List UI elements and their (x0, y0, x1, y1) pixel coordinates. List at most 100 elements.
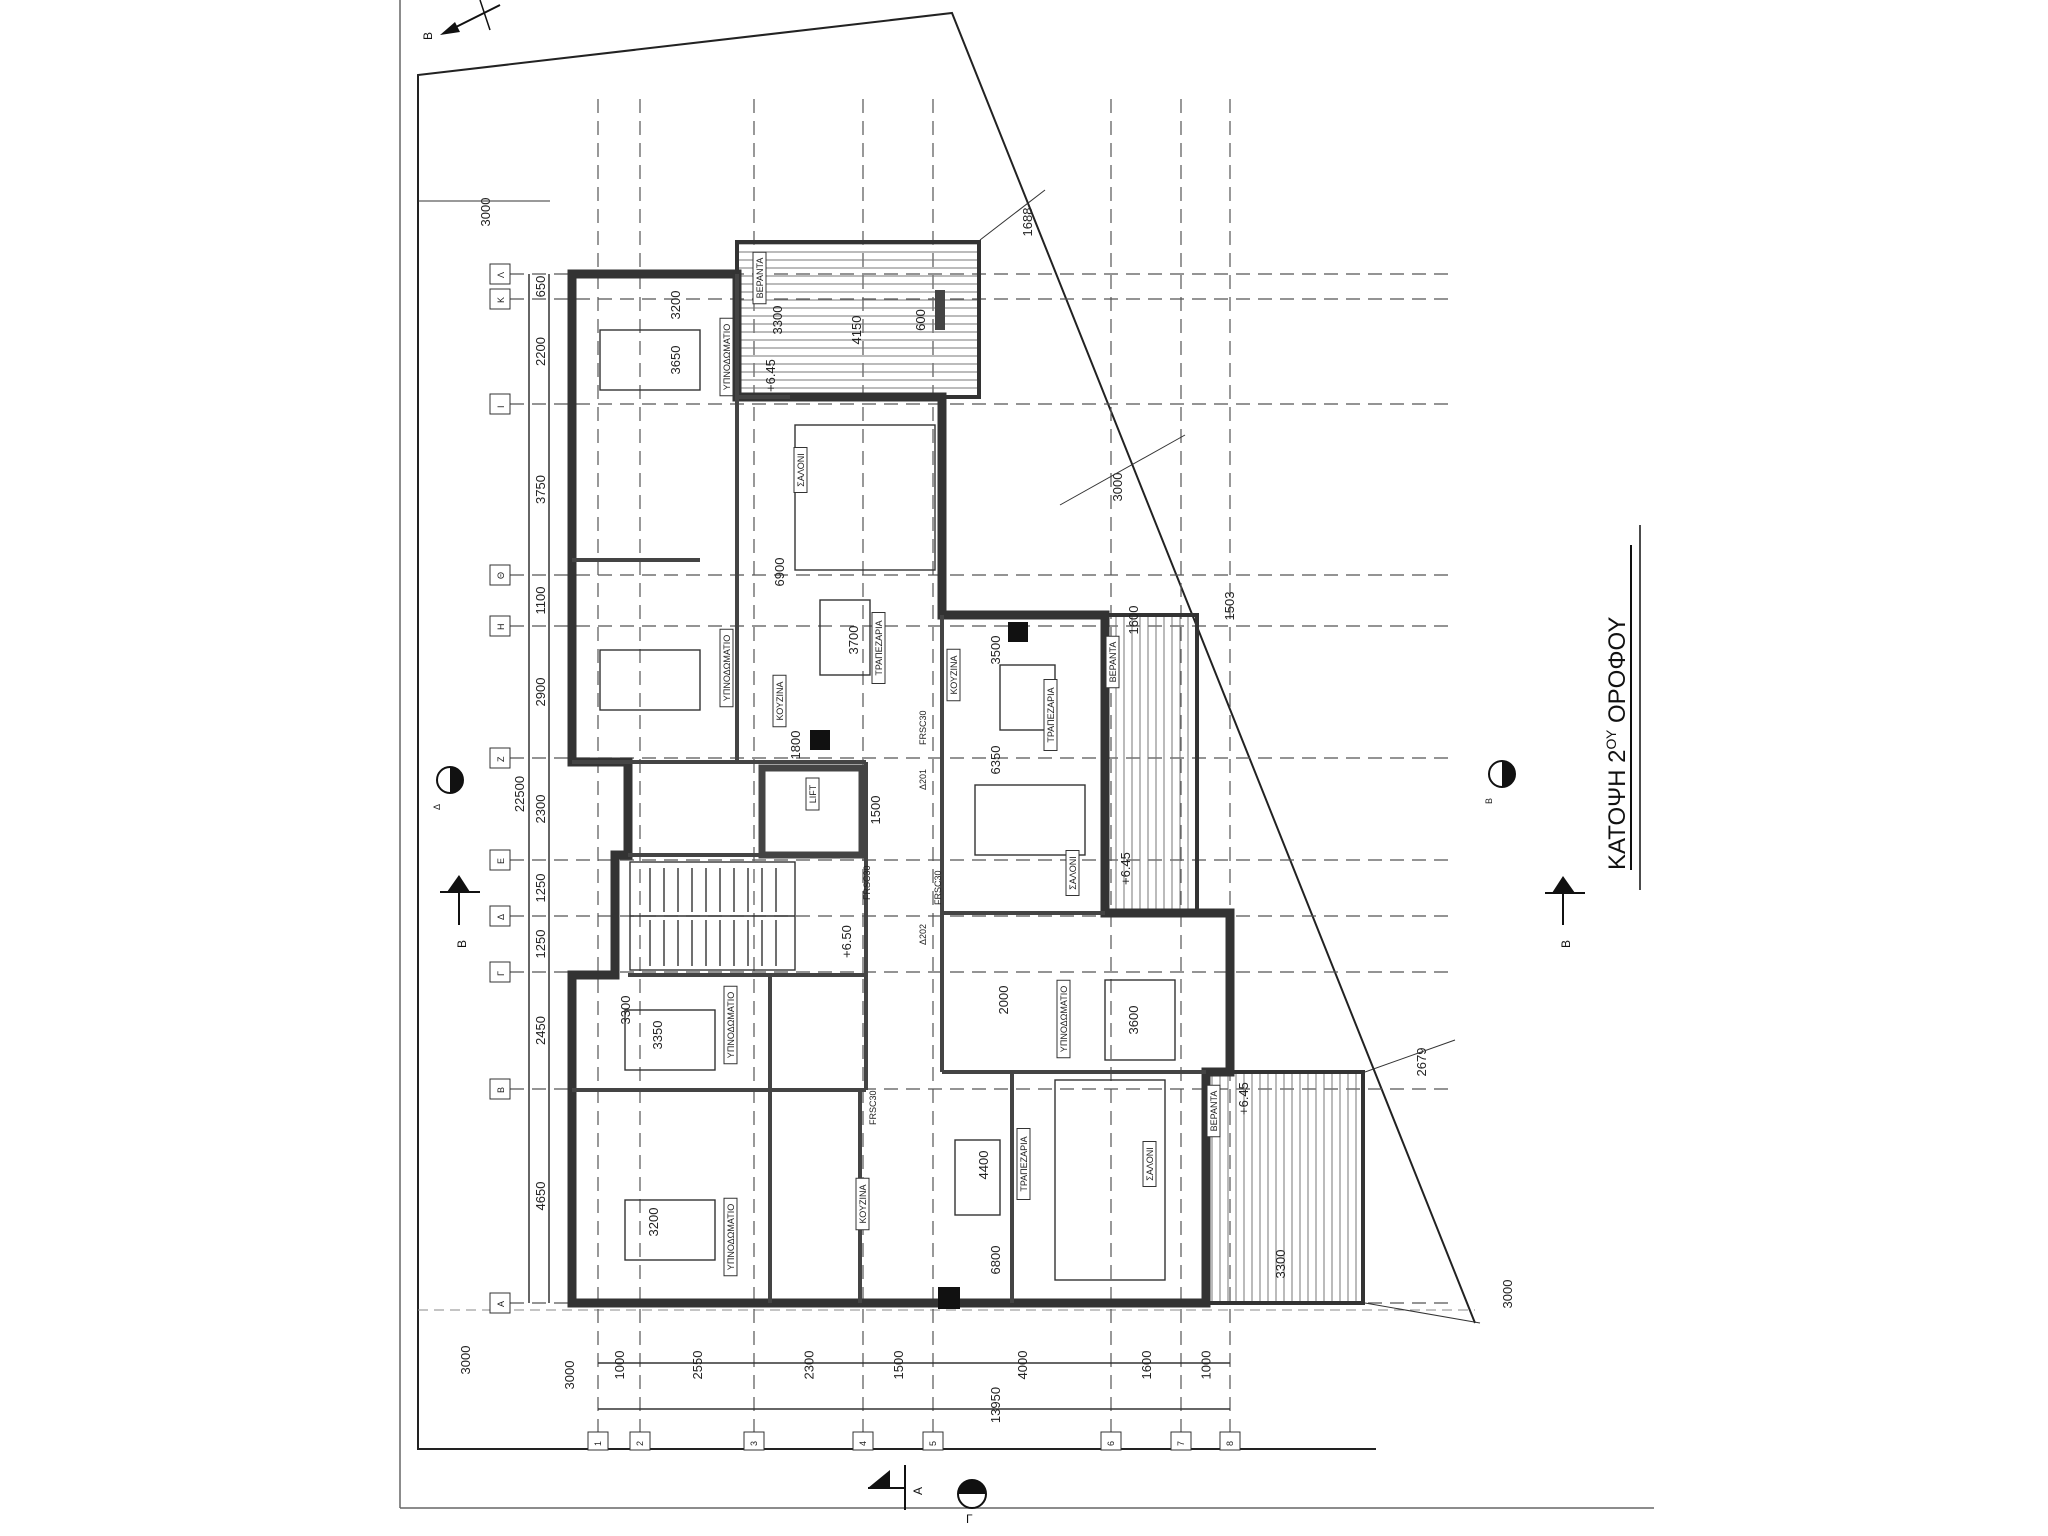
dimension-bottom-total: 13950 (988, 1387, 1003, 1423)
section-marker-g: Γ (957, 1479, 987, 1526)
room-label: ΒΕΡΑΝΤΑ (1206, 1084, 1221, 1138)
grid-label-column: 7 (1176, 1441, 1186, 1446)
marker-d202: Δ202 (918, 924, 928, 945)
room-label: ΚΟΥΖΙΝΑ (946, 648, 961, 702)
room-label: ΒΕΡΑΝΤΑ (1105, 635, 1120, 689)
grid-label-row: Β (496, 1087, 506, 1093)
grid-bubble-row (489, 1078, 511, 1100)
stair-treads (649, 868, 777, 966)
room-label-text: ΣΑΛΟΝΙ (1068, 856, 1078, 889)
dimension-bottom: 4000 (1015, 1351, 1030, 1380)
section-marker-d: Δ (432, 766, 464, 810)
room-label-text: ΚΟΥΖΙΝΑ (775, 682, 785, 721)
room-label-text: ΣΑΛΟΝΙ (1145, 1147, 1155, 1180)
dimension-bottom: 1500 (891, 1351, 906, 1380)
dimension-left: 2200 (533, 337, 548, 366)
room-label-box (1142, 1141, 1157, 1187)
plot-boundary (417, 11, 1476, 1450)
room-dimension: 6800 (988, 1246, 1003, 1275)
grid-label-row: Η (496, 624, 506, 631)
level-landing: +6.50 (839, 925, 854, 958)
room-label: ΣΑΛΟΝΙ (1065, 850, 1080, 896)
grid-label-row: Γ (496, 971, 506, 976)
grid-bubble-row (489, 263, 511, 285)
room-label: ΒΕΡΑΝΤΑ (752, 251, 767, 305)
room-label-text: ΚΟΥΖΙΝΑ (949, 656, 959, 695)
grid-label-row: Θ (496, 572, 506, 579)
room-label-text: ΒΕΡΑΝΤΑ (755, 258, 765, 299)
room-dimension: 3500 (988, 636, 1003, 665)
room-label: ΥΠΝΟΔΩΜΑΤΙΟ (1056, 979, 1071, 1059)
svg-text:Β: Β (421, 32, 435, 40)
grid-label-row: Ζ (496, 756, 506, 762)
grid-label-column: 1 (593, 1441, 603, 1446)
grid-bubble-row (489, 849, 511, 871)
dimension-bottom-offset: 3000 (562, 1361, 577, 1390)
room-label-box (805, 777, 820, 811)
room-dimension: 3700 (846, 626, 861, 655)
room-dimension: 4400 (976, 1151, 991, 1180)
grid-bubble-column (629, 1431, 651, 1451)
room-label: ΤΡΑΠΕΖΑΡΙΑ (871, 612, 886, 684)
door-fire-rating: FRSC30 (862, 865, 872, 900)
grid-bubble-column (1100, 1431, 1122, 1451)
dimension-left: 1250 (533, 930, 548, 959)
room-label-box (793, 447, 808, 493)
grid-label-row: Α (496, 1301, 506, 1307)
room-label-text: ΥΠΝΟΔΩΜΑΤΙΟ (726, 1204, 736, 1270)
room-label-text: LIFT (808, 784, 818, 803)
staircase (629, 861, 796, 971)
grid-bubble-row (489, 905, 511, 927)
svg-text:Γ: Γ (966, 1512, 973, 1526)
grid-label-column: 8 (1225, 1441, 1235, 1446)
grid-bubble-column (743, 1431, 765, 1451)
room-dimension: 1500 (868, 796, 883, 825)
door-fire-rating: FRSC30 (918, 710, 928, 745)
room-label: ΥΠΝΟΔΩΜΑΤΙΟ (723, 985, 738, 1065)
room-label-box (1043, 679, 1058, 751)
room-dimension: 600 (913, 309, 928, 331)
level-veranda-top: +6.45 (763, 359, 778, 392)
setback-dimension: 3000 (1500, 1280, 1515, 1309)
dimension-left: 650 (533, 276, 548, 298)
grid-label-column: 6 (1106, 1441, 1116, 1446)
room-label: ΣΑΛΟΝΙ (793, 447, 808, 493)
grid-bubble-column (852, 1431, 874, 1451)
room-label-box (946, 648, 961, 702)
room-label-text: ΥΠΝΟΔΩΜΑΤΙΟ (1059, 986, 1069, 1052)
room-label-box (1016, 1128, 1031, 1200)
dimension-left: 2900 (533, 678, 548, 707)
room-label-box (1206, 1084, 1221, 1138)
room-label: LIFT (805, 777, 820, 811)
room-label-text: ΤΡΑΠΕΖΑΡΙΑ (874, 620, 884, 675)
room-label-text: ΒΕΡΑΝΤΑ (1209, 1091, 1219, 1132)
room-dimension: 6900 (772, 558, 787, 587)
room-label: ΚΟΥΖΙΝΑ (855, 1177, 870, 1231)
grid-label-row: Ε (496, 858, 506, 864)
room-label-box (719, 628, 734, 708)
door-fire-rating: FRSC30 (933, 870, 943, 905)
room-label-box (871, 612, 886, 684)
grid-bubble-column (1170, 1431, 1192, 1451)
marker-d201: Δ201 (918, 769, 928, 790)
grid-label-column: 3 (749, 1441, 759, 1446)
dimension-bottom: 1000 (1199, 1351, 1214, 1380)
setback-line (1364, 1039, 1456, 1073)
room-label-box (752, 251, 767, 305)
room-label: ΚΟΥΖΙΝΑ (772, 674, 787, 728)
room-label-box (1065, 850, 1080, 896)
dimension-left: 3750 (533, 475, 548, 504)
room-label-text: ΥΠΝΟΔΩΜΑΤΙΟ (722, 324, 732, 390)
svg-text:Β: Β (1484, 798, 1494, 804)
room-dimension: 3650 (668, 346, 683, 375)
grid-bubble-column (1219, 1431, 1241, 1451)
room-label: ΤΡΑΠΕΖΑΡΙΑ (1016, 1128, 1031, 1200)
grid-bubble-column (587, 1431, 609, 1451)
room-dimension: 1600 (1126, 606, 1141, 635)
dimension-left: 1250 (533, 874, 548, 903)
room-label: ΥΠΝΟΔΩΜΑΤΙΟ (723, 1197, 738, 1277)
grid-label-column: 2 (635, 1441, 645, 1446)
setback-dimension: 2679 (1414, 1048, 1429, 1077)
dimension-left: 2300 (533, 795, 548, 824)
room-label-text: ΒΕΡΑΝΤΑ (1108, 642, 1118, 683)
